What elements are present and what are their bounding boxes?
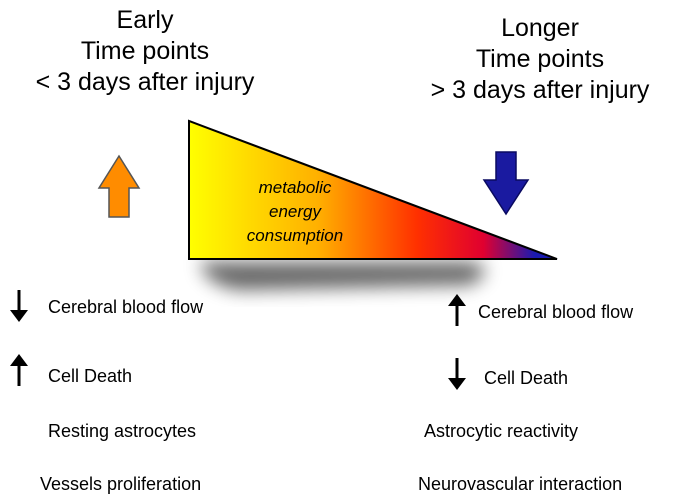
later-heading-line-2: Time points <box>475 45 605 73</box>
early-item-resting-astrocytes: Resting astrocytes <box>48 421 197 441</box>
early-death-up-arrow-icon <box>10 354 28 386</box>
energy-triangle <box>188 119 558 260</box>
triangle-label-line-2: energy <box>269 202 321 221</box>
early-heading-line-1: Early <box>116 6 174 34</box>
early-up-arrow-icon <box>97 154 141 218</box>
early-heading: Early Time points < 3 days after injury <box>0 5 290 98</box>
triangle-shadow <box>200 262 485 290</box>
later-death-down-arrow-icon <box>448 358 466 390</box>
later-down-arrow-icon <box>482 151 530 216</box>
later-heading-line-3: > 3 days after injury <box>430 76 650 104</box>
early-cbf-down-arrow-icon <box>10 290 28 322</box>
early-heading-line-2: Time points <box>80 37 210 65</box>
later-item-cell-death: Cell Death <box>484 368 569 388</box>
later-item-astrocytic-reactivity: Astrocytic reactivity <box>424 421 579 441</box>
later-cbf-up-arrow-icon <box>448 294 466 326</box>
later-heading-line-1: Longer <box>501 14 579 42</box>
later-heading: Longer Time points > 3 days after injury <box>395 13 685 106</box>
early-item-vessels-proliferation: Vessels proliferation <box>40 474 202 494</box>
triangle-label-line-1: metabolic <box>258 178 332 197</box>
early-heading-line-3: < 3 days after injury <box>35 68 255 96</box>
later-item-neurovascular-interaction: Neurovascular interaction <box>418 474 623 494</box>
triangle-label-line-3: consumption <box>246 226 344 245</box>
early-item-cbf: Cerebral blood flow <box>48 297 204 317</box>
later-item-cbf: Cerebral blood flow <box>478 302 634 322</box>
triangle-label: metabolic energy consumption <box>210 176 380 248</box>
early-item-cell-death: Cell Death <box>48 366 133 386</box>
